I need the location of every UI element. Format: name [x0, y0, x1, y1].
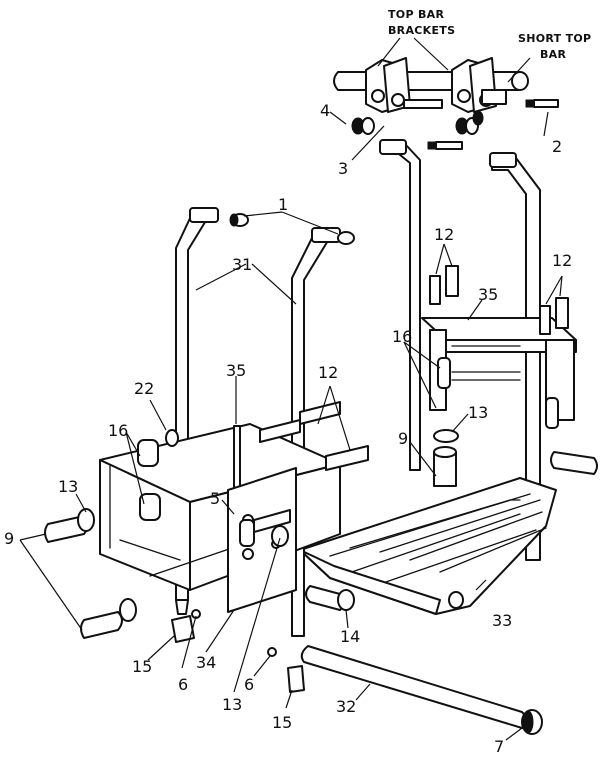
footrest-platform — [299, 477, 557, 615]
top-bar-assembly — [333, 57, 559, 150]
callout-top-bar-brackets-line1: TOP BAR — [388, 8, 444, 21]
part-label-13-right: 13 — [468, 403, 488, 422]
axle-bar — [300, 645, 543, 735]
part-label-12-left: 12 — [318, 363, 338, 382]
callout-top-bar-brackets-line2: BRACKETS — [388, 24, 455, 37]
part-label-15-left: 15 — [132, 657, 152, 676]
part-label-3: 3 — [338, 159, 348, 178]
part-label-32: 32 — [336, 697, 356, 716]
right-upright-frame — [379, 139, 598, 561]
part-label-14: 14 — [340, 627, 360, 646]
part-label-5: 5 — [210, 489, 220, 508]
part-label-12-right-top: 12 — [434, 225, 454, 244]
part-label-2: 2 — [552, 137, 562, 156]
part-label-22: 22 — [134, 379, 154, 398]
part-label-15-right: 15 — [272, 713, 292, 732]
part-label-6-right: 6 — [244, 675, 254, 694]
leader-lines — [19, 37, 563, 741]
left-frame-assembly — [44, 207, 369, 693]
part-label-6-left: 6 — [178, 675, 188, 694]
part-label-34: 34 — [196, 653, 216, 672]
part-label-16-right: 16 — [392, 327, 412, 346]
part-label-9-left: 9 — [4, 529, 14, 548]
part-label-35-left: 35 — [226, 361, 246, 380]
part-label-1: 1 — [278, 195, 288, 214]
part-label-33: 33 — [492, 611, 512, 630]
callout-short-top-bar-line2: BAR — [540, 48, 566, 61]
part-label-13-bottom: 13 — [222, 695, 242, 714]
part-label-13-left: 13 — [58, 477, 78, 496]
part-label-4: 4 — [320, 101, 330, 120]
part-label-35-right: 35 — [478, 285, 498, 304]
part-label-12-right: 12 — [552, 251, 572, 270]
part-label-9-right: 9 — [398, 429, 408, 448]
callout-short-top-bar-line1: SHORT TOP — [518, 32, 591, 45]
part-label-16-left: 16 — [108, 421, 128, 440]
roller — [305, 585, 355, 611]
part-label-31: 31 — [232, 255, 252, 274]
part-label-7: 7 — [494, 737, 504, 756]
